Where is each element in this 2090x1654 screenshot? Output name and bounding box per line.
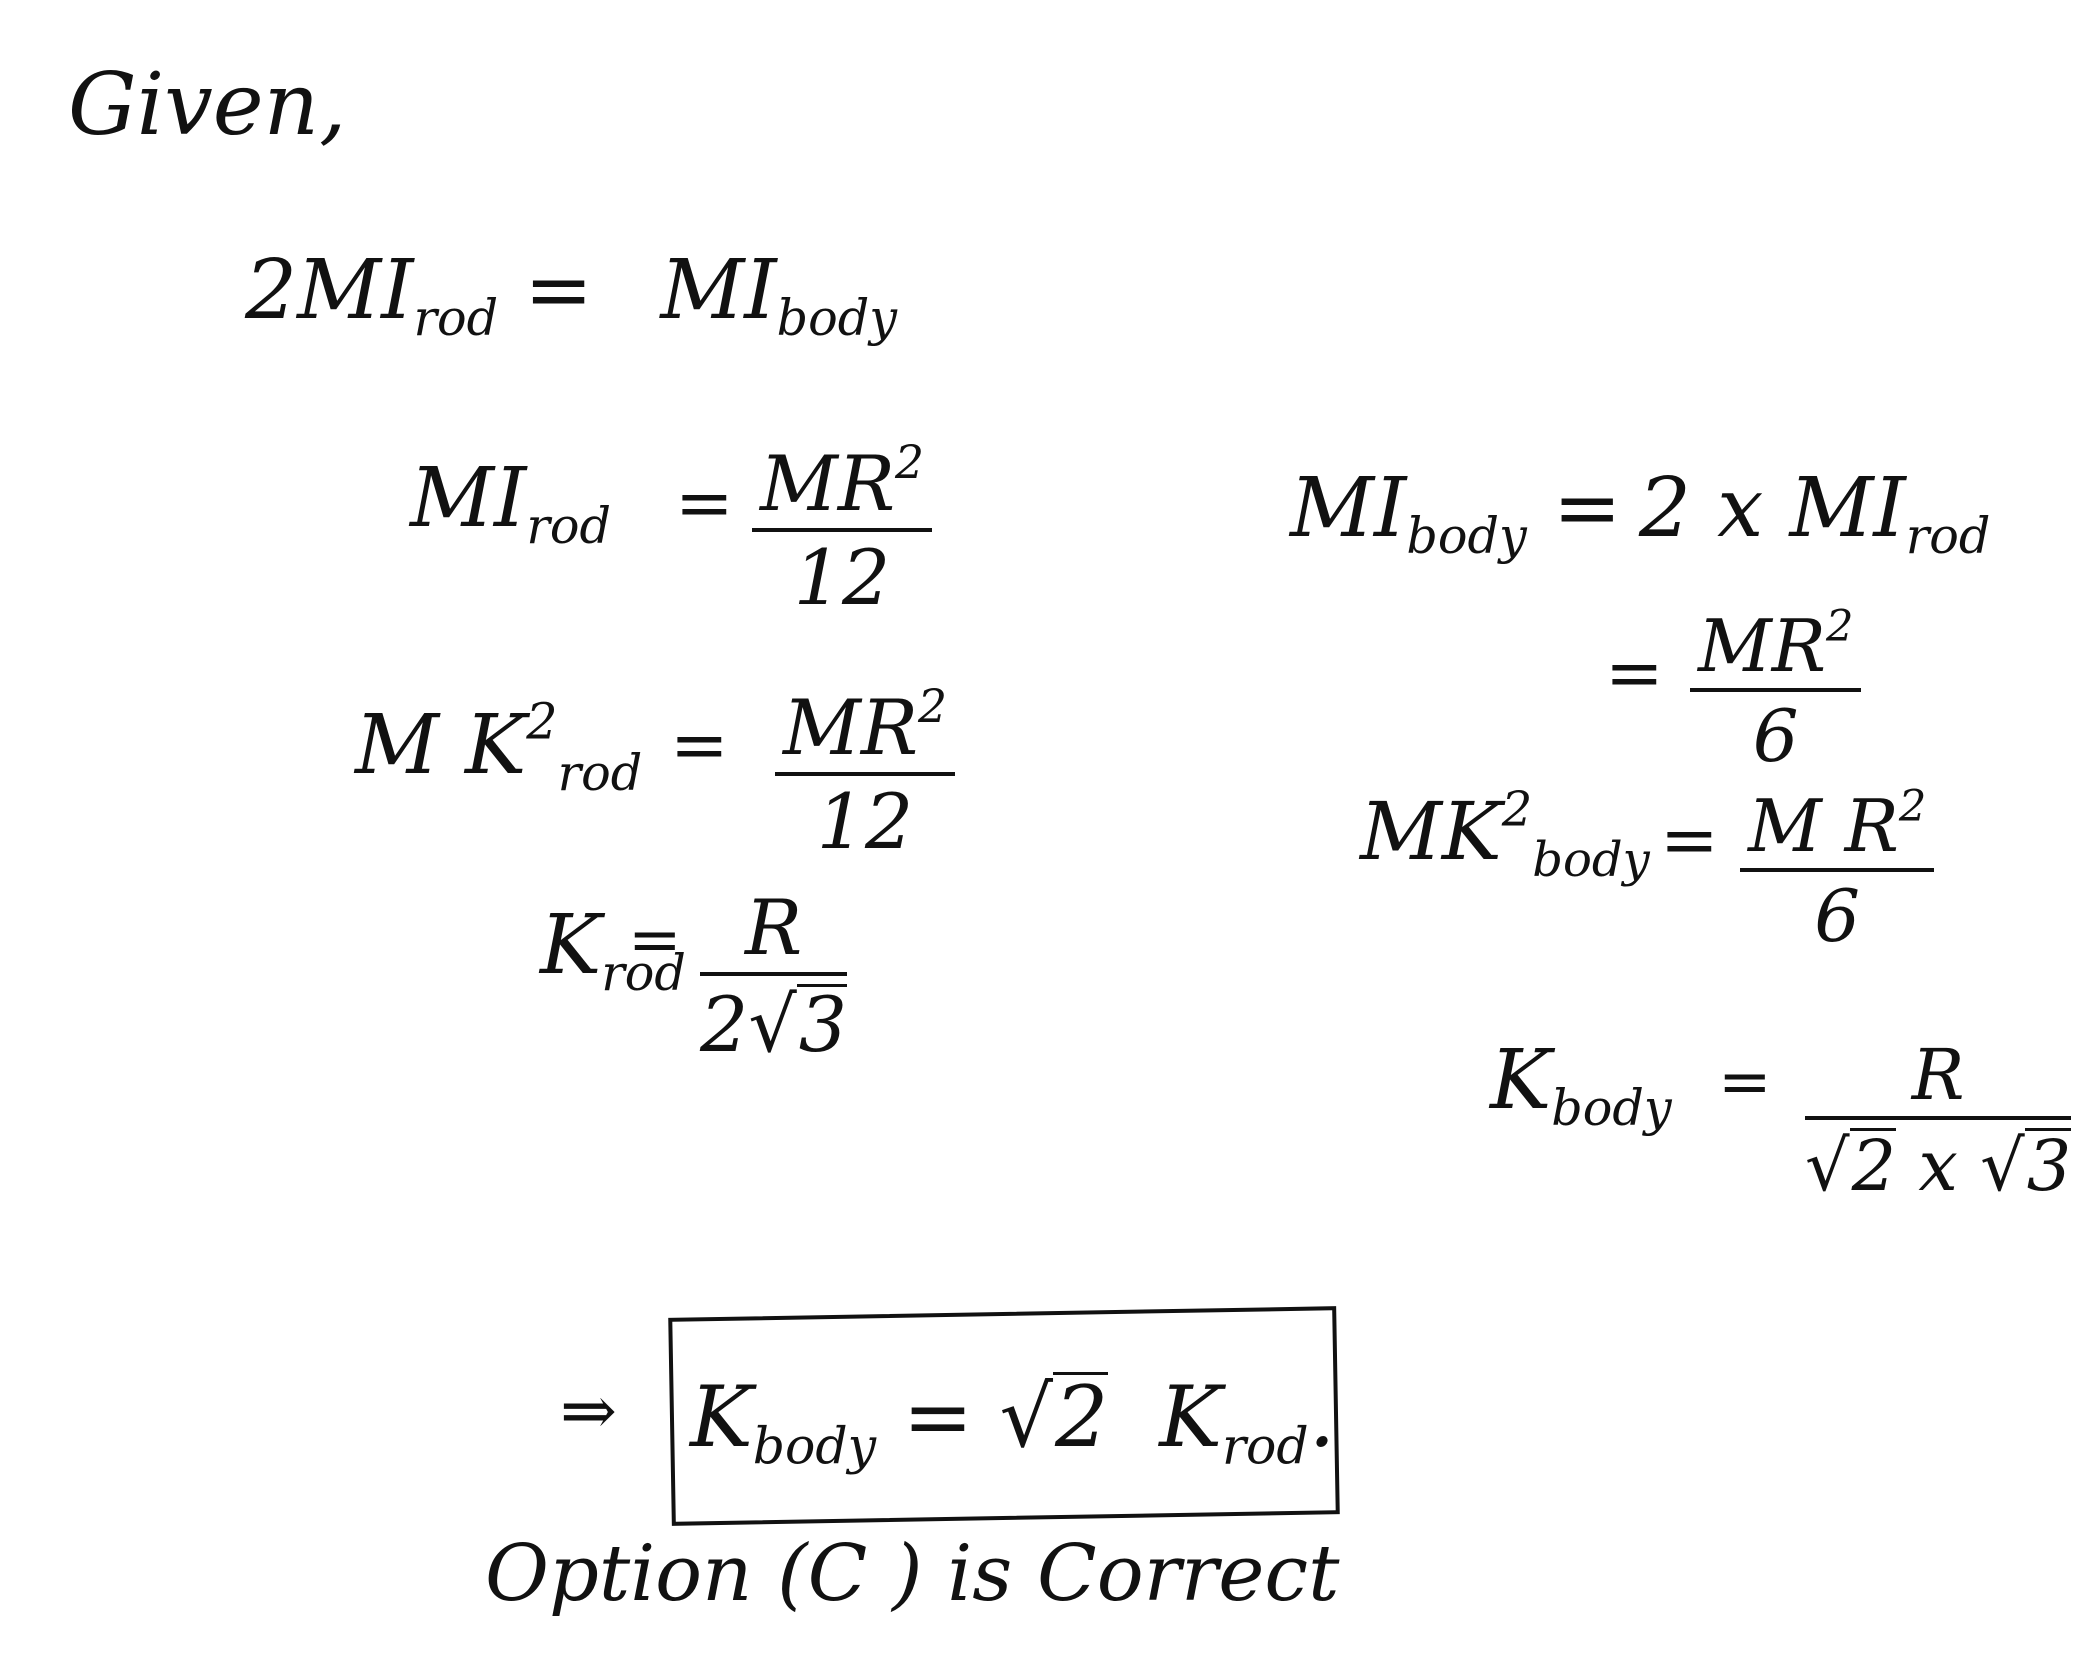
eq-left-3-lhs: M K2rod xyxy=(355,692,643,803)
conclusion-text: Option (C ) is Correct xyxy=(485,1529,1340,1619)
eq-left-2-equals: = xyxy=(675,462,734,544)
eq-right-3-equals: = xyxy=(1660,799,1719,881)
eq-left-2-lhs: MIrod xyxy=(410,451,611,556)
eq-left-3-fraction: MR2 12 xyxy=(775,684,956,860)
eq-left-2-fraction: MR2 12 xyxy=(752,440,933,616)
eq-right-1: MIbody = 2 x MIrod xyxy=(1290,461,1991,566)
eq-left-4-lhs: Krod xyxy=(540,898,686,1003)
eq-left-3-equals: = xyxy=(670,704,729,786)
eq-left-4-equals: = xyxy=(628,903,682,977)
eq-right-3-fraction: M R2 6 xyxy=(1740,785,1935,952)
eq-right-2-fraction: MR2 6 xyxy=(1690,605,1862,772)
eq-right-4-lhs: Kbody xyxy=(1490,1033,1672,1138)
eq-left-1: 2MIrod = MIbody xyxy=(245,243,898,348)
implies-arrow: ⇒ xyxy=(560,1372,617,1451)
heading-given: Given, xyxy=(68,55,347,155)
eq-right-4-equals: = xyxy=(1718,1045,1772,1119)
eq-right-3-lhs: MK2body xyxy=(1360,781,1650,888)
eq-right-4-fraction: R √2 x √3 xyxy=(1805,1034,2072,1207)
result-equation: Kbody = √2 Krod. xyxy=(690,1368,1336,1476)
eq-right-2-equals: = xyxy=(1605,632,1664,714)
eq-left-4-fraction: R 2√3 xyxy=(700,883,848,1069)
